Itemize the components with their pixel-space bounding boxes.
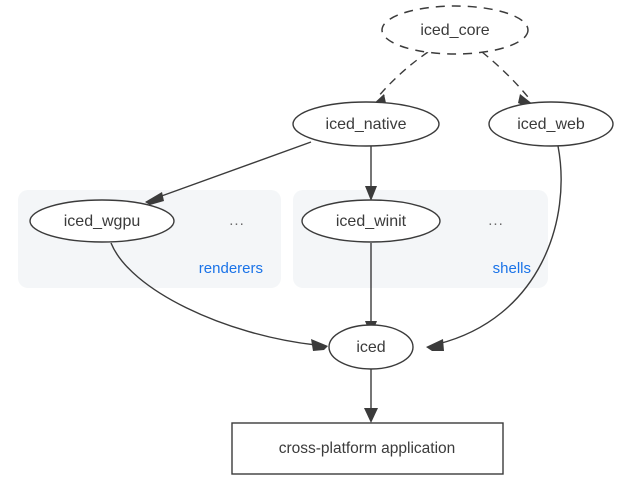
- node-iced-native-label: iced_native: [326, 116, 407, 133]
- node-iced-core-label: iced_core: [420, 22, 489, 39]
- group-label-renderers: renderers: [199, 260, 263, 277]
- node-iced-wgpu-label: iced_wgpu: [64, 213, 141, 230]
- node-iced-web-shape: [488, 101, 614, 147]
- node-iced-winit[interactable]: iced_winit: [301, 199, 441, 243]
- node-iced-core[interactable]: iced_core: [381, 5, 529, 55]
- edge-iced-web-to-iced: [426, 145, 562, 351]
- edge-iced-core-to-iced-web: [481, 51, 534, 108]
- node-iced-core-shape: [381, 5, 529, 55]
- node-iced-label: iced: [356, 339, 385, 356]
- node-iced-web[interactable]: iced_web: [488, 101, 614, 147]
- shells-ellipsis: ...: [488, 212, 504, 229]
- node-iced[interactable]: iced: [328, 324, 414, 370]
- node-iced-web-label: iced_web: [517, 116, 585, 133]
- node-iced-shape: [328, 324, 414, 370]
- node-cross-platform-application[interactable]: cross-platform application: [231, 422, 504, 475]
- node-iced-native[interactable]: iced_native: [292, 101, 440, 147]
- node-iced-wgpu[interactable]: iced_wgpu: [29, 199, 175, 243]
- node-iced-winit-shape: [301, 199, 441, 243]
- node-iced-native-shape: [292, 101, 440, 147]
- node-iced-wgpu-shape: [29, 199, 175, 243]
- edge-iced-native-to-iced-winit: [365, 146, 377, 201]
- edge-iced-native-to-iced-wgpu: [145, 141, 312, 205]
- edge-iced-core-to-iced-native: [370, 51, 429, 109]
- node-iced-winit-label: iced_winit: [336, 213, 407, 230]
- node-application-label: cross-platform application: [279, 440, 456, 457]
- renderers-ellipsis: ...: [229, 212, 245, 229]
- group-label-shells: shells: [493, 260, 531, 277]
- edge-iced-to-application: [364, 369, 378, 423]
- edge-iced-wgpu-to-iced: [110, 242, 328, 351]
- node-application-shape: [231, 422, 504, 475]
